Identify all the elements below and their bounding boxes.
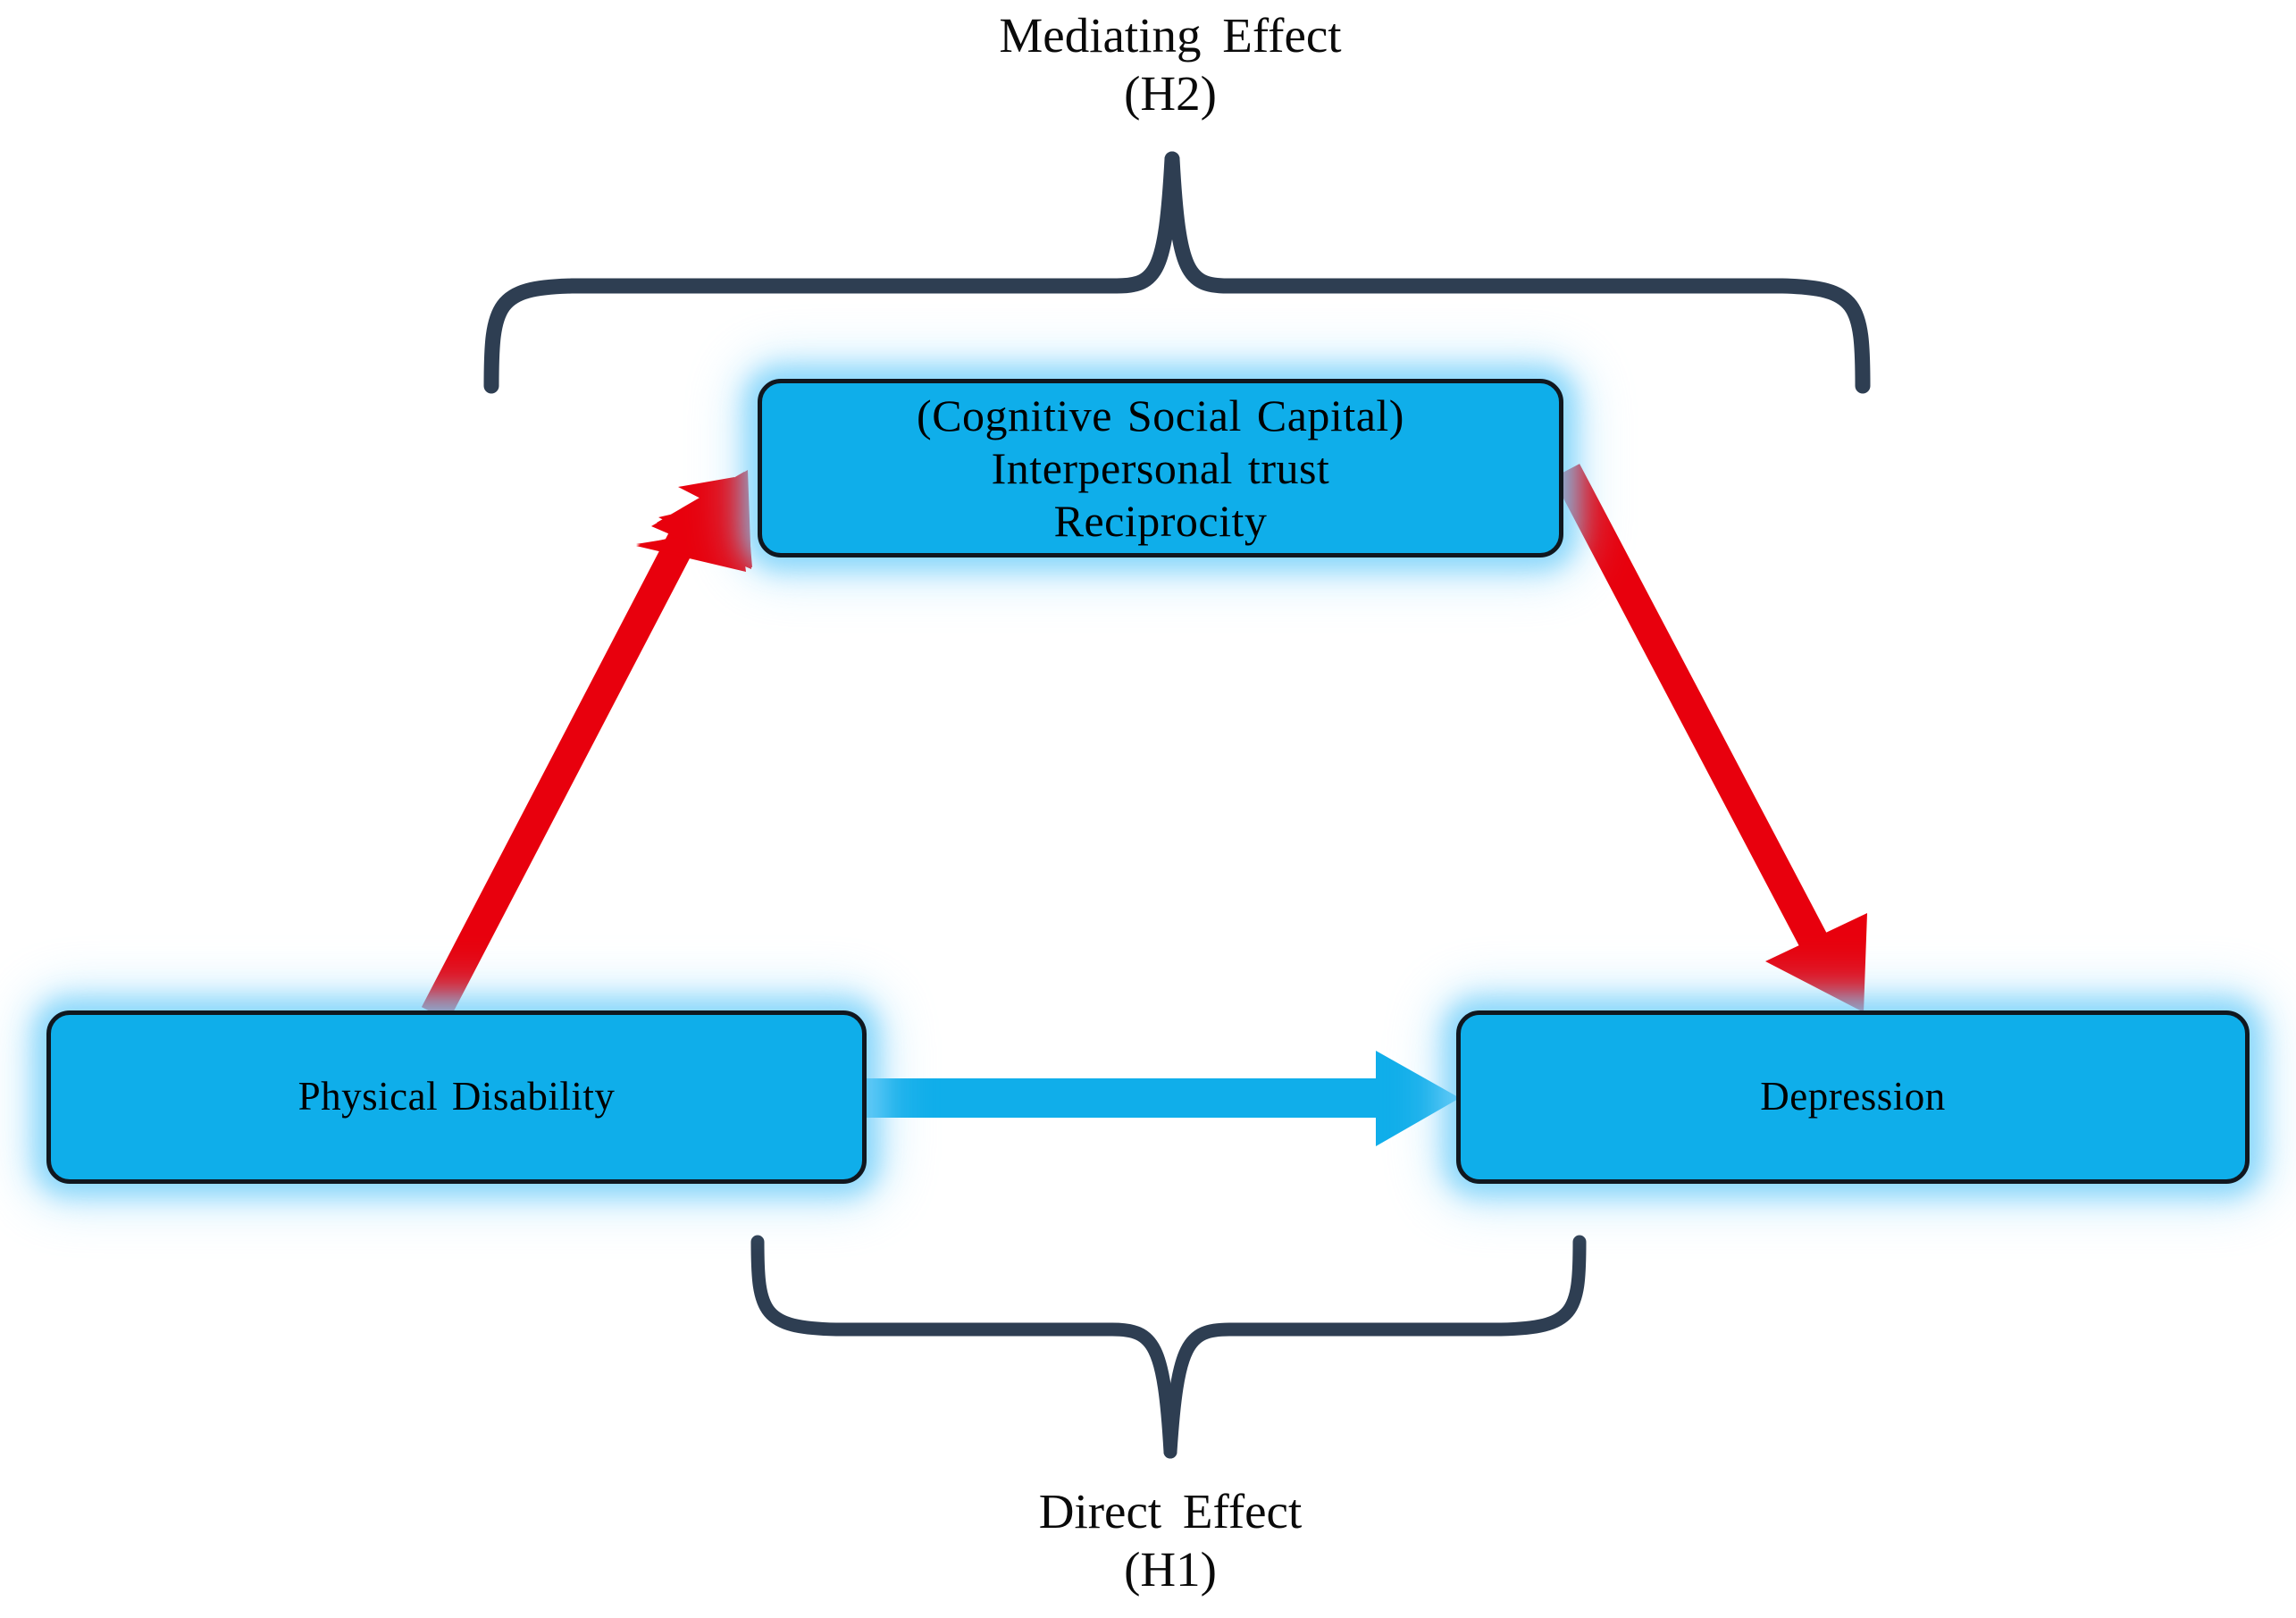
arrow-predictor-to-outcome bbox=[865, 1051, 1460, 1146]
mediating-effect-brace bbox=[483, 151, 1871, 394]
direct-effect-hypothesis: (H1) bbox=[1124, 1541, 1217, 1597]
node-mediator-label: (Cognitive Social Capital) Interpersonal… bbox=[917, 390, 1404, 548]
mediating-effect-hypothesis: (H2) bbox=[1124, 65, 1217, 121]
arrow-mediator-to-outcome bbox=[1552, 464, 1867, 1012]
node-outcome-label: Depression bbox=[1760, 1074, 1946, 1119]
direct-effect-title: Direct Effect bbox=[1038, 1484, 1303, 1538]
node-depression[interactable]: Depression bbox=[1456, 1010, 2250, 1184]
mediating-effect-title: Mediating Effect bbox=[999, 8, 1342, 63]
mediator-line-2: Interpersonal trust bbox=[991, 442, 1330, 493]
node-predictor-label: Physical Disability bbox=[297, 1074, 616, 1119]
arrow-predictor-to-mediator bbox=[421, 470, 752, 1021]
direct-effect-brace bbox=[750, 1235, 1587, 1459]
node-cognitive-social-capital[interactable]: (Cognitive Social Capital) Interpersonal… bbox=[758, 379, 1563, 557]
mediator-line-1: (Cognitive Social Capital) bbox=[917, 390, 1404, 440]
node-physical-disability[interactable]: Physical Disability bbox=[46, 1010, 867, 1184]
mediating-effect-caption: Mediating Effect (H2) bbox=[742, 7, 1599, 123]
direct-effect-caption: Direct Effect (H1) bbox=[742, 1483, 1599, 1599]
mediator-line-3: Reciprocity bbox=[1053, 495, 1268, 546]
